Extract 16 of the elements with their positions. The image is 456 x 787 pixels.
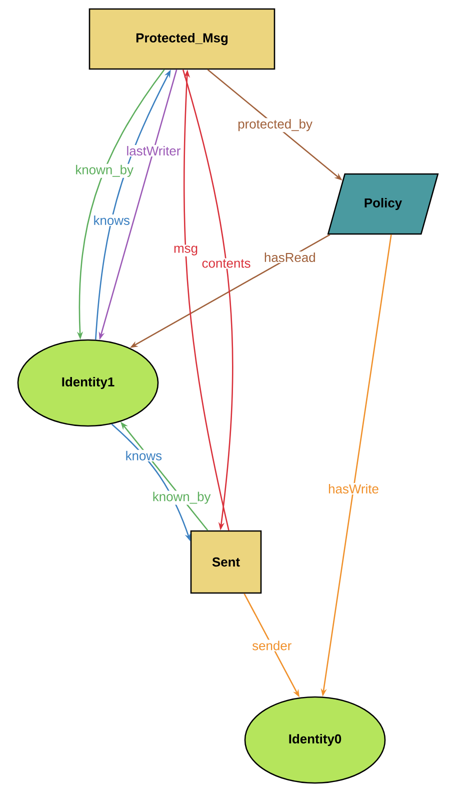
edge-label: known_by [74, 164, 134, 178]
edge-label: lastWriter [125, 145, 182, 156]
edge-label: sender [251, 640, 293, 652]
process-box: Sent [190, 530, 262, 594]
edge-label: msg [172, 244, 199, 256]
edge-label: known_by [151, 490, 212, 505]
parallelogram-node: Policy [327, 173, 439, 235]
process-box: Protected_Msg [88, 8, 276, 70]
edge-label: knows [92, 214, 131, 226]
edge-label: contents [200, 258, 252, 269]
ellipse-node: Identity1 [17, 339, 159, 427]
edge-label: protected_by [236, 118, 314, 132]
ellipse-node: Identity0 [244, 696, 386, 784]
edge-label: hasWrite [327, 482, 380, 494]
edge-label: hasRead [263, 252, 317, 264]
edge-label: knows [124, 450, 164, 462]
